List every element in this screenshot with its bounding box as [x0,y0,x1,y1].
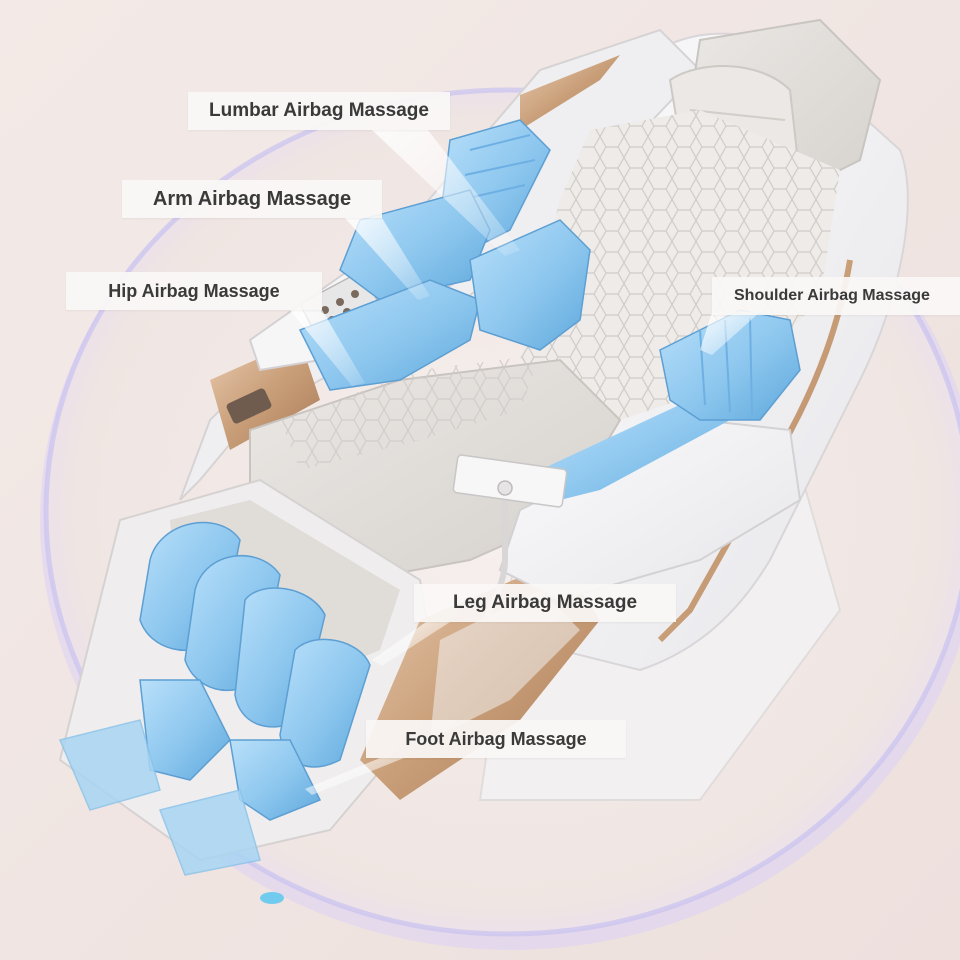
label-shoulder-airbag-massage: Shoulder Airbag Massage [712,277,960,315]
label-hip-airbag-massage: Hip Airbag Massage [66,272,322,310]
label-arm-airbag-massage: Arm Airbag Massage [122,180,382,218]
label-foot-airbag-massage: Foot Airbag Massage [366,720,626,758]
label-leg-airbag-massage: Leg Airbag Massage [414,584,676,622]
label-lumbar-airbag-massage: Lumbar Airbag Massage [188,92,450,130]
